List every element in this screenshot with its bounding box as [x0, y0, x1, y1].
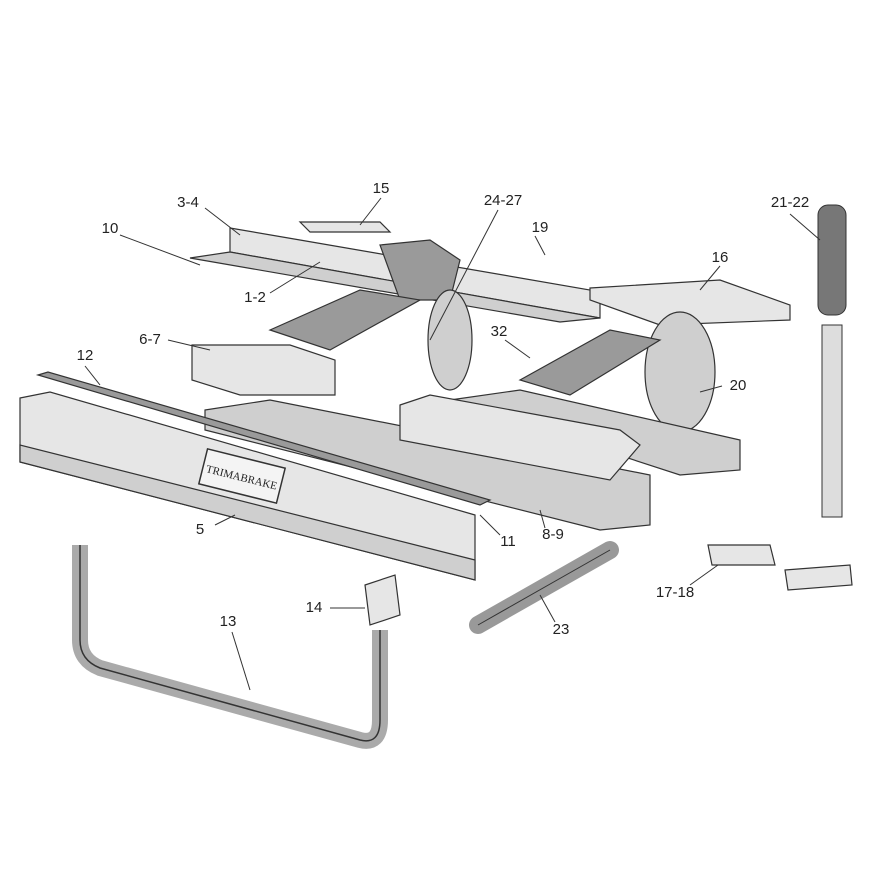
bracket-14 [364, 574, 401, 626]
leader-lines [84, 197, 821, 691]
callout-5: 5 [196, 521, 204, 538]
callout-6-7: 6-7 [139, 331, 161, 348]
wheel-assemblies [268, 289, 716, 433]
callout-32: 32 [491, 323, 508, 340]
main-bumper-5: TRIMABRAKE [19, 391, 476, 581]
callout-24-27: 24-27 [484, 192, 522, 209]
callout-15: 15 [373, 180, 390, 197]
callout-3-4: 3-4 [177, 194, 199, 211]
u-bar-13 [72, 545, 388, 749]
callout-20: 20 [730, 377, 747, 394]
callout-19: 19 [532, 219, 549, 236]
bracket-16 [589, 279, 791, 326]
callout-14: 14 [306, 599, 323, 616]
rail-6-7 [191, 344, 336, 396]
callout-23: 23 [553, 621, 570, 638]
callout-11: 11 [500, 533, 516, 550]
callout-12: 12 [77, 347, 94, 364]
center-plate [399, 394, 641, 481]
top-frame-rail [189, 227, 601, 323]
callout-10: 10 [102, 220, 119, 237]
bracket-15 [298, 221, 392, 233]
clevis-17-18 [707, 544, 853, 591]
callout-17-18: 17-18 [656, 584, 694, 601]
callout-21-22: 21-22 [771, 194, 809, 211]
callout-16: 16 [712, 249, 729, 266]
strip-12 [35, 371, 492, 506]
callout-13: 13 [220, 613, 237, 630]
rod-23 [469, 541, 619, 634]
callout-1-2: 1-2 [244, 289, 266, 306]
callout-8-9: 8-9 [542, 526, 564, 543]
handle-21-22 [817, 204, 847, 518]
